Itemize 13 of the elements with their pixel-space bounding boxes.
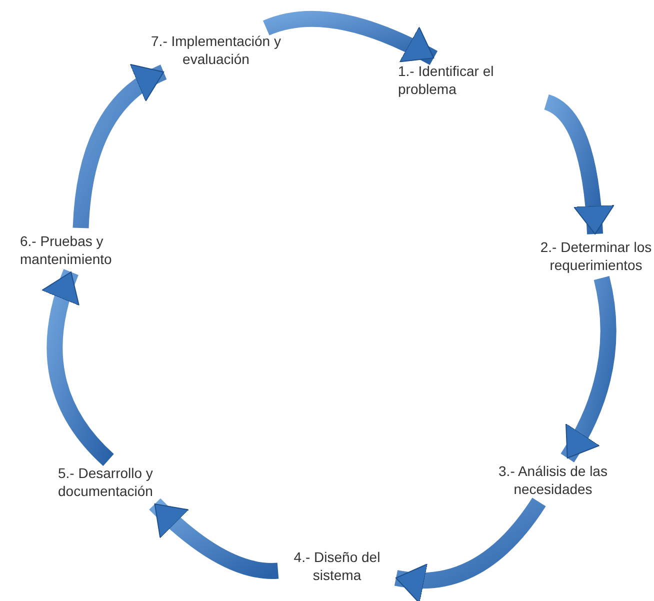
step-label: 1.- Identificar el problema xyxy=(398,62,548,98)
step-label: 2.- Determinar los requerimientos xyxy=(540,238,652,274)
curved-arrow xyxy=(42,269,114,466)
curved-arrow xyxy=(263,10,438,66)
step-label: 3.- Análisis de las necesidades xyxy=(492,462,614,498)
curved-arrow xyxy=(560,276,616,462)
step-label: 6.- Pruebas y mantenimiento xyxy=(20,232,140,268)
step-label: 5.- Desarrollo y documentación xyxy=(58,464,208,500)
step-label: 7.- Implementación y evaluación xyxy=(150,32,282,68)
step-label: 4.- Diseño del sistema xyxy=(282,548,392,584)
curved-arrow xyxy=(394,498,546,601)
curved-arrow xyxy=(72,64,168,228)
curved-arrow xyxy=(149,498,278,579)
